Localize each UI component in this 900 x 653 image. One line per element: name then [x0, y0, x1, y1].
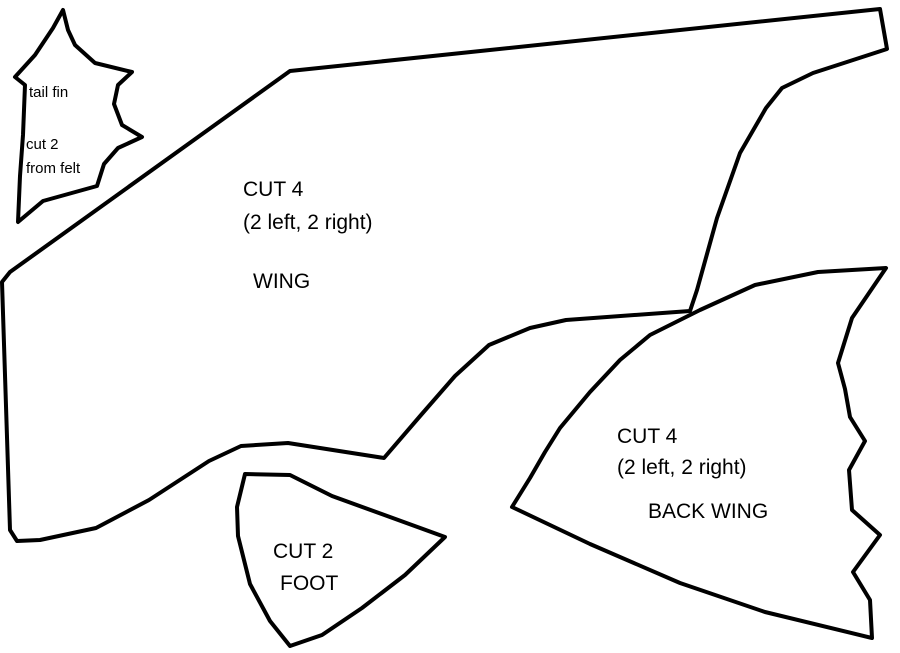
wing-piece: CUT 4 (2 left, 2 right) WING: [0, 7, 889, 543]
wing-cut-count: CUT 4: [243, 178, 304, 201]
back-wing-outline: [510, 266, 888, 640]
back-wing-piece: CUT 4 (2 left, 2 right) BACK WING: [510, 266, 888, 640]
tail-fin-outline: [13, 8, 144, 224]
back-wing-name: BACK WING: [648, 500, 768, 523]
wing-outline: [0, 7, 889, 543]
foot-name: FOOT: [280, 572, 338, 595]
tail-fin-name: tail fin: [29, 84, 68, 101]
wing-cut-detail: (2 left, 2 right): [243, 211, 373, 234]
tail-fin-material: from felt: [26, 160, 81, 177]
foot-piece: CUT 2 FOOT: [235, 472, 447, 648]
foot-cut-count: CUT 2: [273, 540, 333, 563]
wing-name: WING: [253, 270, 310, 293]
tail-fin-piece: tail fin cut 2 from felt: [13, 8, 144, 224]
tail-fin-cut-count: cut 2: [26, 136, 59, 153]
back-wing-cut-detail: (2 left, 2 right): [617, 456, 747, 479]
back-wing-cut-count: CUT 4: [617, 425, 678, 448]
foot-outline: [235, 472, 447, 648]
